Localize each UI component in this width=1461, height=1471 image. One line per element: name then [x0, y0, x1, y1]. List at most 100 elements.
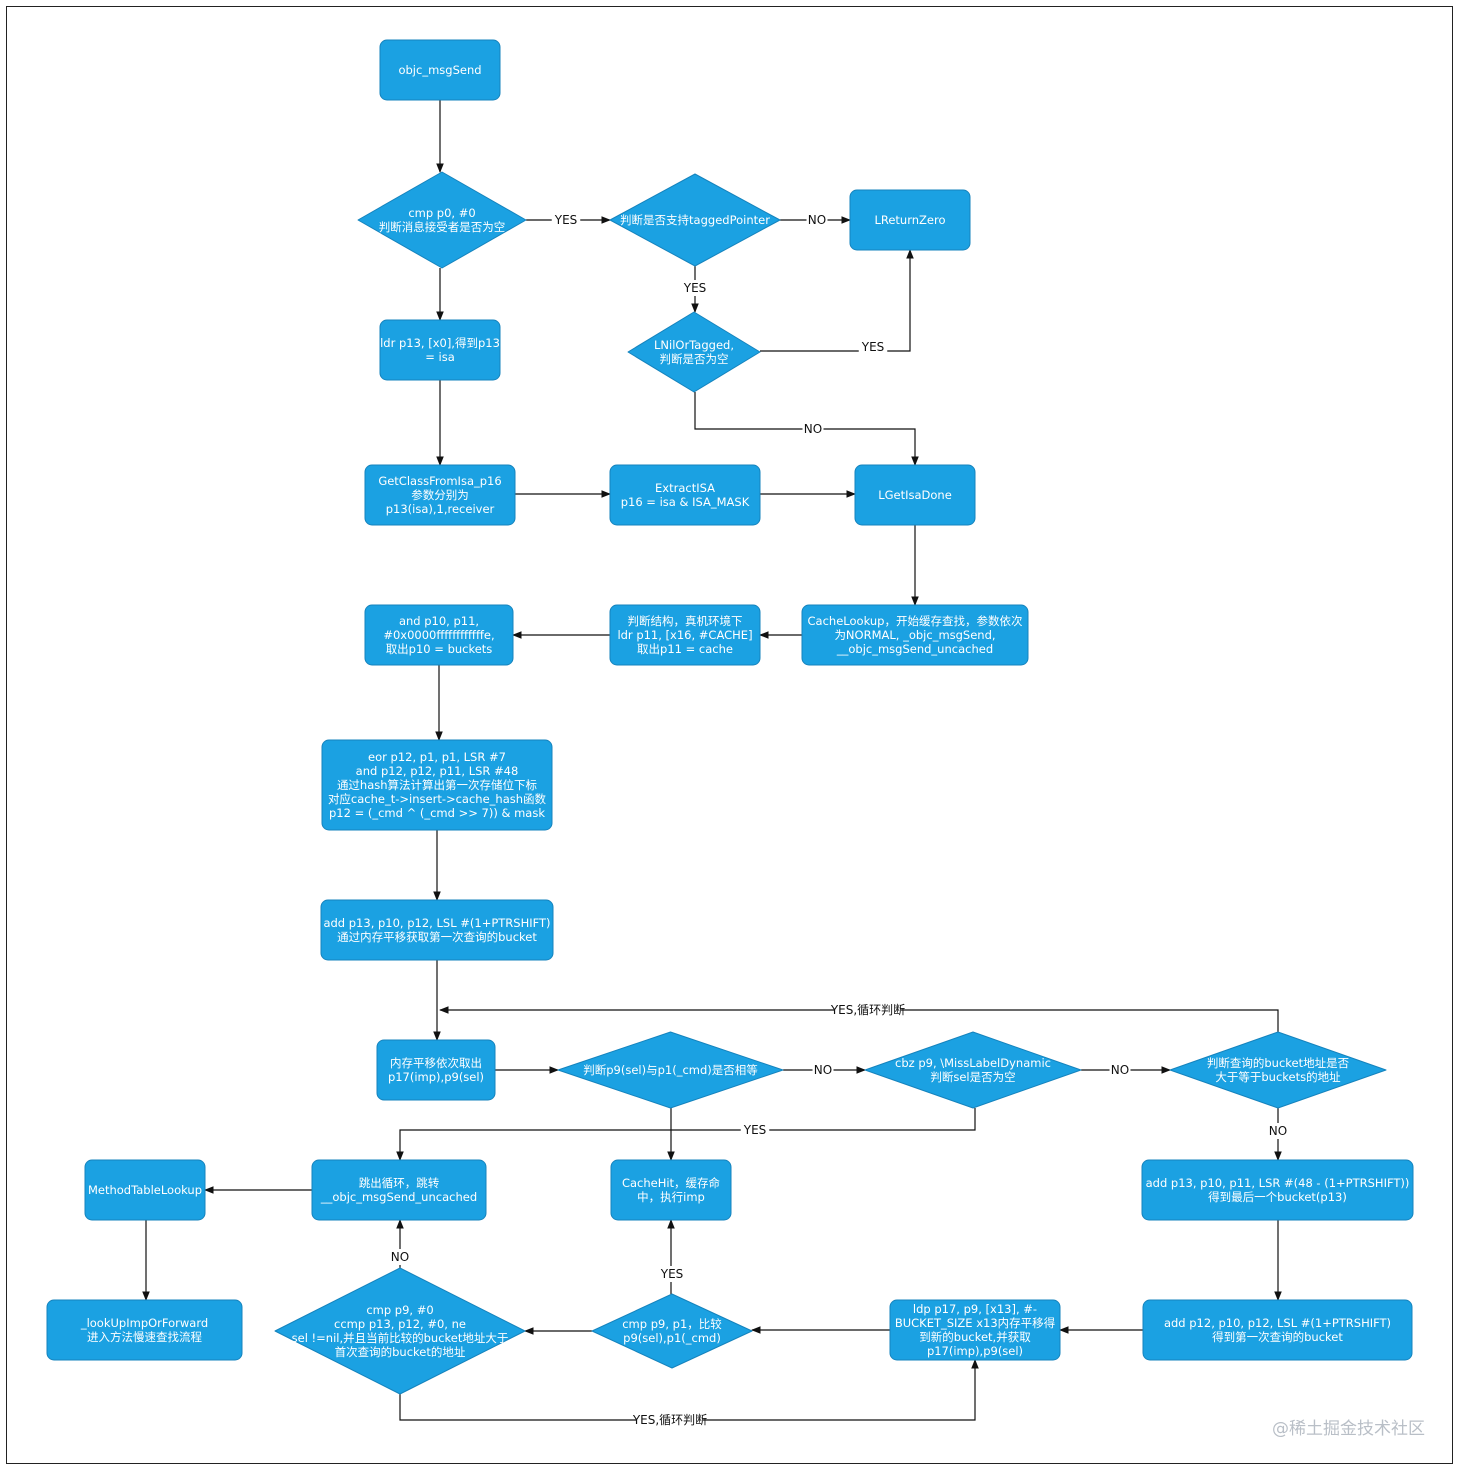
process-box[interactable] — [849, 189, 971, 251]
flow-node-n20[interactable]: 跳出循环，跳转__objc_msgSend_uncached — [311, 1159, 487, 1221]
decision-diamond[interactable] — [557, 1031, 784, 1109]
flow-node-n4[interactable]: LReturnZero — [849, 189, 971, 251]
flow-node-n14[interactable]: add p13, p10, p12, LSL #(1+PTRSHIFT)通过内存… — [320, 899, 554, 961]
edge-label-e19: NO — [1111, 1063, 1129, 1077]
process-box[interactable] — [84, 1159, 206, 1221]
flow-node-n22[interactable]: add p13, p10, p11, LSR #(48 - (1+PTRSHIF… — [1141, 1159, 1414, 1221]
process-box[interactable] — [609, 604, 761, 666]
flow-node-n9[interactable]: LGetIsaDone — [854, 464, 976, 526]
decision-diamond[interactable] — [357, 171, 527, 269]
flow-node-n26[interactable]: ldp p17, p9, [x13], #-BUCKET_SIZE x13内存平… — [889, 1299, 1061, 1361]
node-text-line: 取出p11 = cache — [637, 642, 733, 656]
flow-node-n6[interactable]: ldr p13, [x0],得到p13= isa — [379, 319, 501, 381]
node-text-line: BUCKET_SIZE x13内存平移得 — [895, 1316, 1055, 1330]
node-text-line: ldr p13, [x0],得到p13 — [380, 336, 500, 350]
node-text-line: MethodTableLookup — [88, 1183, 202, 1197]
process-box[interactable] — [609, 464, 761, 526]
decision-diamond[interactable] — [627, 311, 761, 393]
edge-label-bg — [389, 1249, 411, 1265]
flow-node-n5[interactable]: LNilOrTagged,判断是否为空 — [627, 311, 761, 393]
edge-label-e3: NO — [808, 213, 826, 227]
decision-diamond[interactable] — [609, 173, 781, 267]
node-text-line: #0x0000ffffffffffffe, — [383, 628, 494, 642]
edge-e21 — [396, 1108, 976, 1161]
edge-label-bg — [657, 1266, 687, 1282]
process-box[interactable] — [46, 1299, 243, 1361]
process-box[interactable] — [376, 1039, 496, 1101]
process-box[interactable] — [1142, 1299, 1413, 1361]
node-text-line: CacheLookup，开始缓存查找，参数依次 — [808, 614, 1023, 628]
edge-label-e2: YES — [554, 213, 578, 227]
node-text-line: 判断是否支持taggedPointer — [620, 213, 770, 227]
process-box[interactable] — [610, 1159, 732, 1221]
watermark: @稀土掘金技术社区 — [1272, 1419, 1425, 1439]
flow-node-n27[interactable]: add p12, p10, p12, LSL #(1+PTRSHIFT)得到第一… — [1142, 1299, 1413, 1361]
node-text-line: 判断查询的bucket地址是否 — [1207, 1056, 1350, 1070]
process-box[interactable] — [379, 39, 501, 101]
node-text-line: add p13, p10, p12, LSL #(1+PTRSHIFT) — [323, 916, 550, 930]
process-box[interactable] — [889, 1299, 1061, 1361]
node-text-line: 通过内存平移获取第一次查询的bucket — [337, 930, 537, 944]
node-text-line: 判断sel是否为空 — [930, 1070, 1015, 1084]
edge-label-bg — [806, 212, 828, 228]
decision-diamond[interactable] — [864, 1031, 1082, 1109]
node-text-line: 通过hash算法计算出第一次存储位下标 — [337, 778, 537, 792]
node-text-line: __objc_msgSend_uncached — [320, 1190, 477, 1204]
process-box[interactable] — [320, 899, 554, 961]
process-box[interactable] — [321, 739, 553, 831]
flow-node-n7[interactable]: GetClassFromIsa_p16参数分别为p13(isa),1,recei… — [364, 464, 516, 526]
flow-node-n19[interactable]: MethodTableLookup — [84, 1159, 206, 1221]
process-box[interactable] — [364, 604, 514, 666]
node-text-line: 判断结构，真机环境下 — [628, 614, 743, 628]
flow-node-n1[interactable]: objc_msgSend — [379, 39, 501, 101]
node-text-line: LReturnZero — [874, 213, 945, 227]
process-box[interactable] — [364, 464, 516, 526]
process-box[interactable] — [311, 1159, 487, 1221]
node-text-line: LGetIsaDone — [878, 488, 952, 502]
flow-node-n3[interactable]: 判断是否支持taggedPointer — [609, 173, 781, 267]
decision-diamond[interactable] — [1169, 1031, 1387, 1109]
edge-label-e32: YES,循环判断 — [632, 1412, 707, 1427]
flow-node-n12[interactable]: and p10, p11,#0x0000ffffffffffffe,取出p10 … — [364, 604, 514, 666]
node-text-line: sel !=nil,并且当前比较的bucket地址大于 — [292, 1331, 509, 1345]
process-box[interactable] — [379, 319, 501, 381]
process-box[interactable] — [854, 464, 976, 526]
node-text-line: 判断消息接受者是否为空 — [379, 220, 506, 234]
node-text-line: 首次查询的bucket的地址 — [335, 1345, 466, 1359]
edge-label-bg — [1267, 1123, 1289, 1139]
node-text-line: 大于等于buckets的地址 — [1215, 1070, 1341, 1084]
process-box[interactable] — [1141, 1159, 1414, 1221]
node-text-line: 参数分别为 — [411, 488, 469, 502]
node-text-line: 跳出循环，跳转 — [359, 1176, 440, 1190]
edge-e22 — [439, 1006, 1279, 1032]
edge-label-bg — [637, 1412, 703, 1428]
decision-diamond[interactable] — [591, 1293, 753, 1369]
node-text-line: p12 = (_cmd ^ (_cmd >> 7)) & mask — [329, 806, 545, 820]
flow-node-n16[interactable]: 判断p9(sel)与p1(_cmd)是否相等 — [557, 1031, 784, 1109]
node-text-line: add p12, p10, p12, LSL #(1+PTRSHIFT) — [1164, 1316, 1391, 1330]
edge-e5 — [760, 249, 914, 352]
node-text-line: 判断是否为空 — [660, 352, 729, 366]
edge-label-bg — [680, 280, 710, 296]
node-text-line: __objc_msgSend_uncached — [836, 642, 993, 656]
node-text-line: and p12, p12, p11, LSR #48 — [356, 764, 519, 778]
node-text-line: 为NORMAL, _objc_msgSend, — [834, 628, 995, 642]
edge-e32 — [399, 1359, 979, 1421]
edge-label-bg — [551, 212, 581, 228]
process-box[interactable] — [801, 604, 1029, 666]
node-text-line: 中，执行imp — [637, 1190, 705, 1204]
decision-diamond[interactable] — [274, 1267, 526, 1395]
node-text-line: ldr p11, [x16, #CACHE] — [617, 628, 752, 642]
